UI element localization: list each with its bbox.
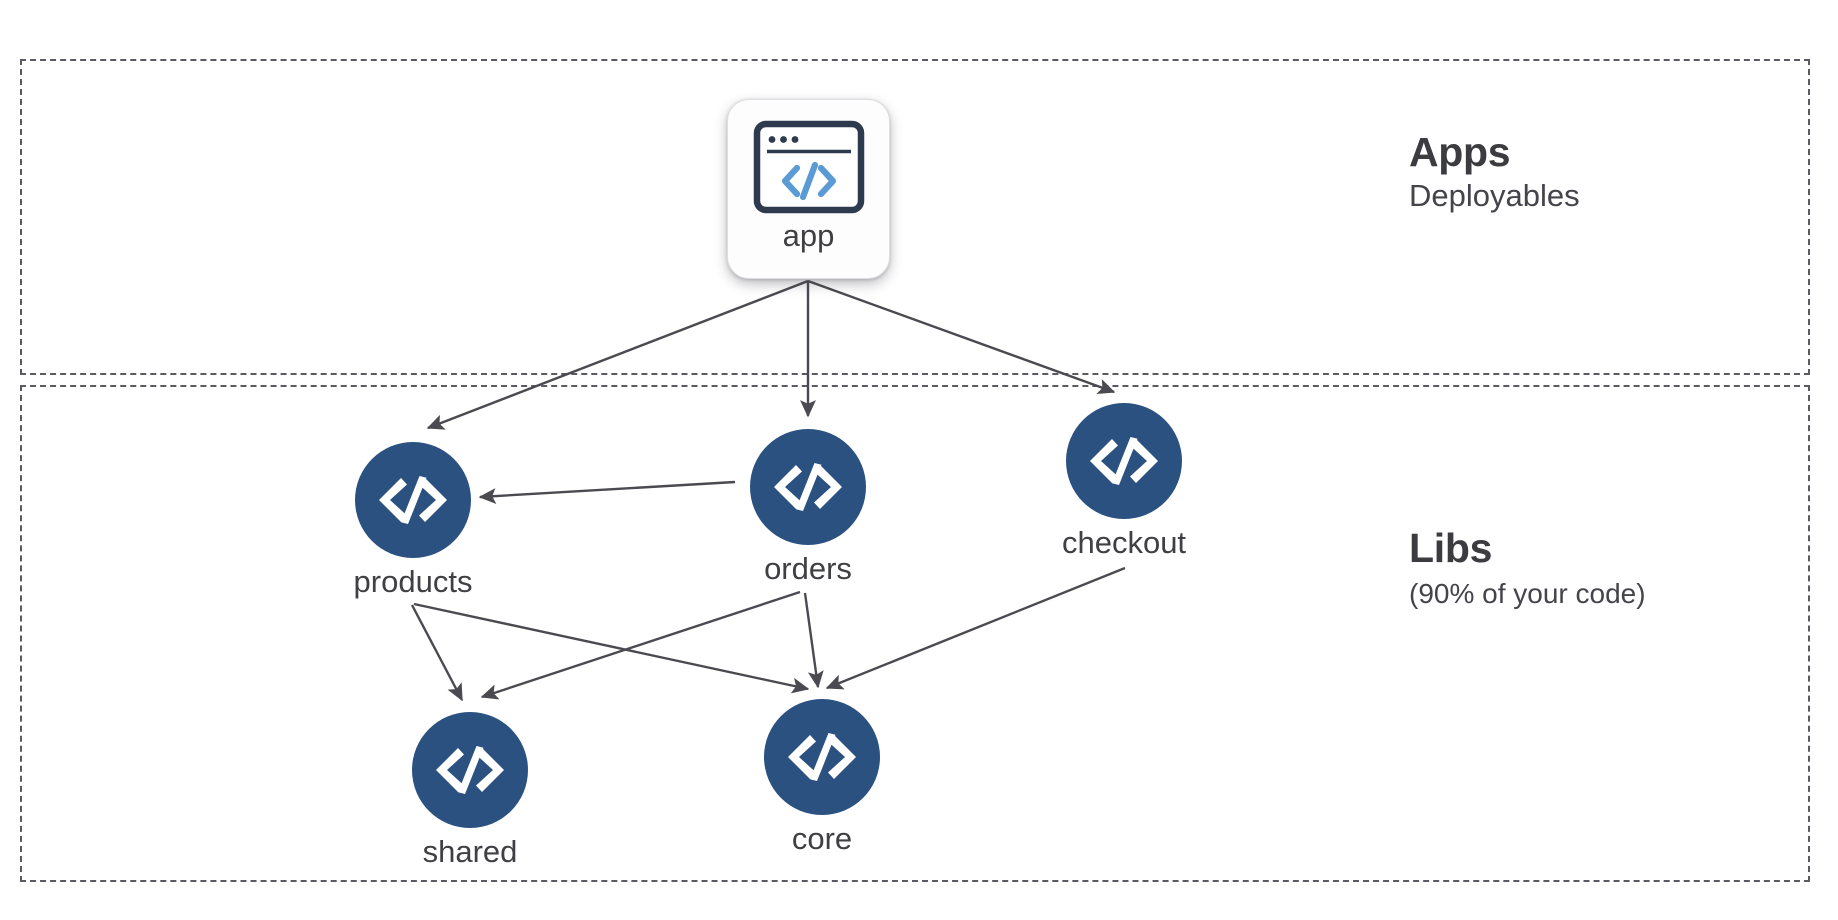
zone-apps-caption: Apps Deployables: [1409, 128, 1580, 215]
node-app-label: app: [782, 218, 835, 253]
node-checkout[interactable]: checkout: [1062, 403, 1186, 558]
zone-libs: [20, 385, 1810, 882]
node-orders[interactable]: orders: [750, 429, 866, 584]
code-brackets-icon: [774, 463, 842, 511]
code-brackets-icon: [379, 476, 447, 524]
code-brackets-icon: [788, 733, 856, 781]
zone-apps: [20, 59, 1810, 375]
zone-apps-title: Apps: [1409, 129, 1511, 175]
zone-libs-subtitle: (90% of your code): [1409, 578, 1646, 610]
node-products-label: products: [353, 564, 473, 599]
browser-window-code-icon: [753, 120, 864, 214]
node-orders-label: orders: [764, 551, 852, 586]
node-core-disc: [764, 699, 880, 815]
node-products-disc: [355, 442, 471, 558]
node-shared-label: shared: [422, 834, 518, 869]
node-app[interactable]: app: [727, 99, 890, 279]
zone-libs-caption: Libs (90% of your code): [1409, 524, 1646, 610]
zone-apps-subtitle: Deployables: [1409, 178, 1580, 214]
node-core-label: core: [791, 821, 853, 856]
node-shared-disc: [412, 712, 528, 828]
code-brackets-icon: [1090, 437, 1158, 485]
node-checkout-label: checkout: [1061, 525, 1187, 560]
node-shared[interactable]: shared: [412, 712, 528, 867]
node-checkout-disc: [1066, 403, 1182, 519]
node-core[interactable]: core: [764, 699, 880, 854]
node-orders-disc: [750, 429, 866, 545]
code-brackets-icon: [436, 746, 504, 794]
node-products[interactable]: products: [353, 442, 473, 599]
zone-libs-title: Libs: [1409, 525, 1493, 571]
